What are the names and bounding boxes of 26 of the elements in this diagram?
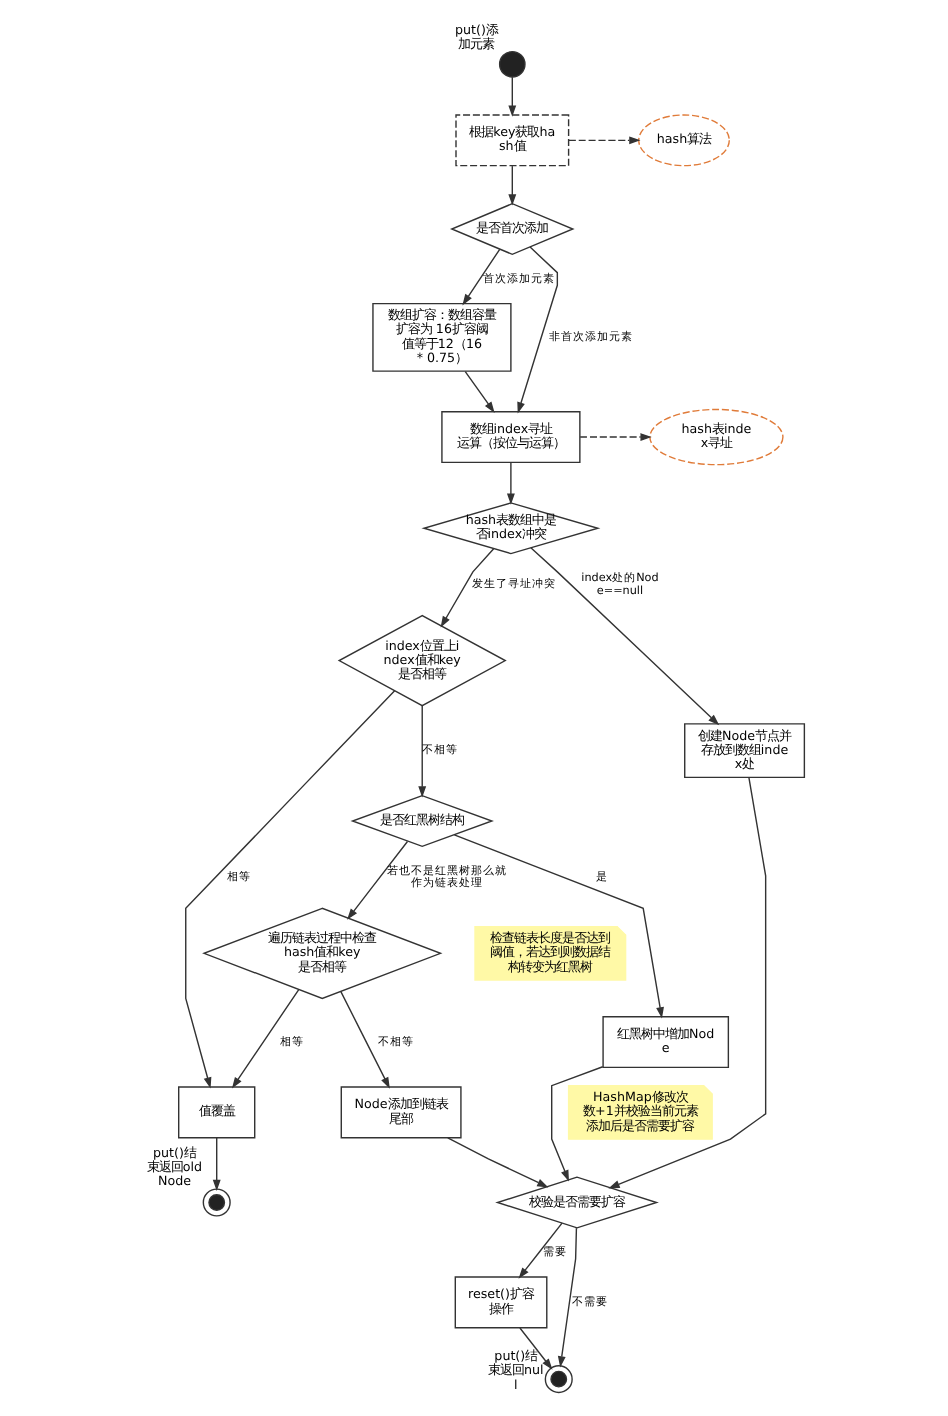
arrow xyxy=(439,548,494,628)
arrow xyxy=(550,1066,603,1182)
arrow xyxy=(346,840,408,920)
node-circle xyxy=(201,1188,230,1217)
arrow xyxy=(516,246,558,414)
arrow xyxy=(567,136,640,145)
arrow xyxy=(417,705,426,798)
arrow xyxy=(507,165,516,206)
arrow xyxy=(211,1137,220,1192)
arrow xyxy=(461,248,500,306)
arrow xyxy=(463,370,494,413)
arrow xyxy=(230,989,299,1089)
arrow xyxy=(518,1327,552,1370)
arrow xyxy=(607,777,766,1189)
arrow xyxy=(505,461,514,505)
arrow xyxy=(184,690,395,1089)
arrow xyxy=(529,547,719,726)
arrow xyxy=(578,433,651,441)
arrow xyxy=(517,1222,562,1279)
arrow xyxy=(507,76,516,117)
arrow xyxy=(452,834,663,1019)
arrow xyxy=(556,1227,577,1368)
node-circle xyxy=(543,1365,572,1394)
node-circle xyxy=(497,50,525,78)
arrow xyxy=(446,1137,548,1188)
arrow xyxy=(339,990,389,1089)
